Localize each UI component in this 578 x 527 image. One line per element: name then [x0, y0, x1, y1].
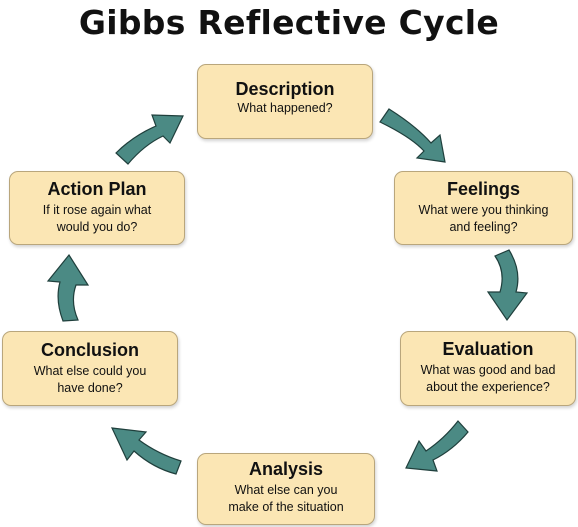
arrow-conclusion-to-actionplan-icon [46, 253, 90, 322]
stage-feelings-prompt: What were you thinking and feeling? [418, 203, 549, 234]
stage-analysis-prompt: What else can you make of the situation [228, 483, 344, 514]
stage-conclusion-prompt: What else could you have done? [33, 364, 147, 395]
stage-analysis: Analysis What else can you make of the s… [197, 453, 375, 525]
arrow-feelings-to-evaluation-icon [486, 249, 529, 322]
stage-evaluation-prompt: What was good and bad about the experien… [420, 363, 556, 394]
stage-description: Description What happened? [197, 64, 373, 139]
stage-action-plan-prompt: If it rose again what would you do? [42, 203, 152, 234]
stage-analysis-heading: Analysis [248, 459, 324, 479]
arrow-analysis-to-conclusion-icon [110, 427, 182, 475]
arrow-description-to-feelings-icon [379, 108, 446, 163]
stage-description-prompt: What happened? [237, 101, 333, 115]
arrow-evaluation-to-analysis-icon [405, 420, 469, 472]
stage-conclusion: Conclusion What else could you have done… [2, 331, 178, 406]
arrow-actionplan-to-description-icon [115, 114, 184, 165]
stage-feelings: Feelings What were you thinking and feel… [394, 171, 573, 245]
stage-action-plan: Action Plan If it rose again what would … [9, 171, 185, 245]
stage-description-heading: Description [235, 79, 335, 99]
stage-evaluation: Evaluation What was good and bad about t… [400, 331, 576, 406]
stage-action-plan-heading: Action Plan [47, 179, 147, 199]
diagram-title: Gibbs Reflective Cycle [78, 3, 500, 42]
stage-conclusion-heading: Conclusion [41, 340, 139, 360]
stage-feelings-heading: Feelings [446, 179, 521, 199]
stage-evaluation-heading: Evaluation [442, 339, 534, 359]
